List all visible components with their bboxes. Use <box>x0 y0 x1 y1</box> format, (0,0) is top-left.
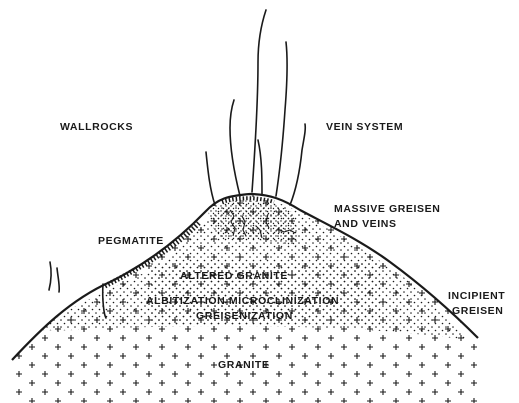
label-granite: GRANITE <box>218 359 269 371</box>
label-massive-greisen-1: MASSIVE GREISEN <box>334 203 440 215</box>
label-incipient-2: GREISEN <box>452 305 503 317</box>
label-wallrocks: WALLROCKS <box>60 121 133 133</box>
label-altered-granite: ALTERED GRANITE <box>180 270 288 282</box>
label-massive-greisen-2: AND VEINS <box>334 218 397 230</box>
label-alteration-1: ALBITIZATION MICROCLINIZATION <box>146 295 339 307</box>
label-pegmatite: PEGMATITE <box>98 235 164 247</box>
label-alteration-2: GREISENIZATION <box>196 310 293 322</box>
label-incipient-1: INCIPIENT <box>448 290 505 302</box>
label-vein-system: VEIN SYSTEM <box>326 121 403 133</box>
